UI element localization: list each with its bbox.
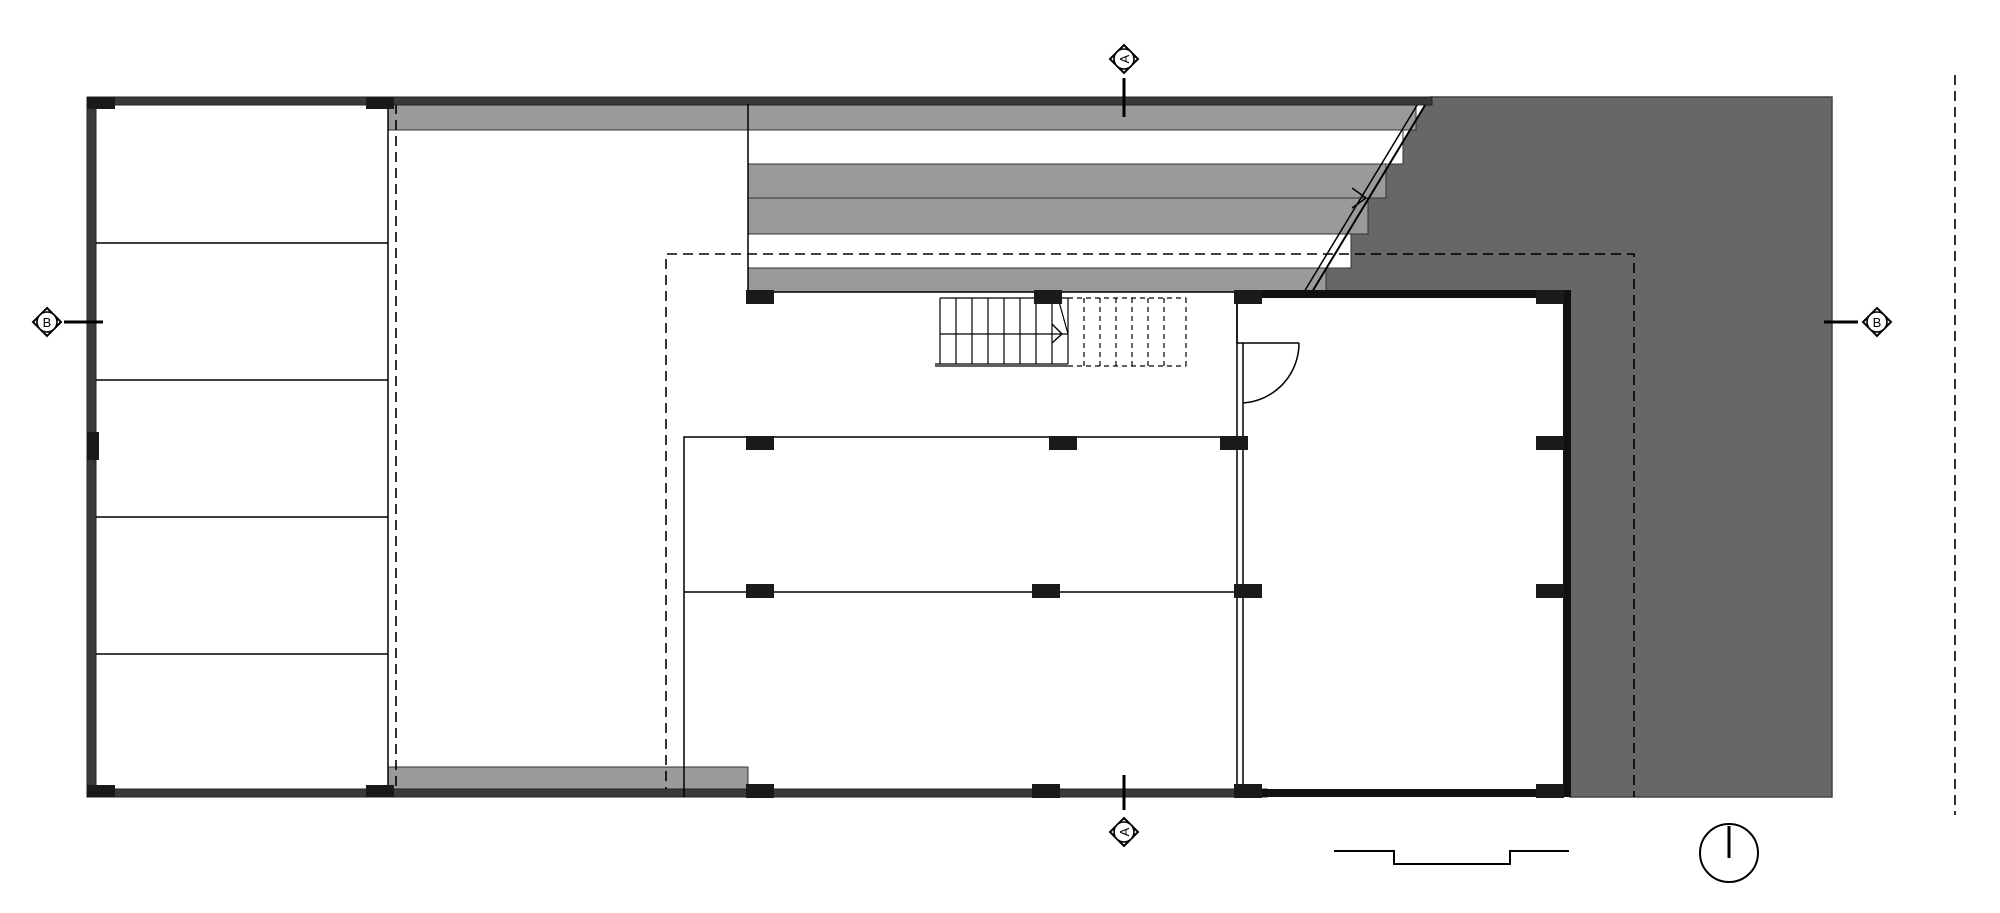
section-marker-b-left: B — [31, 306, 63, 338]
walkway-strip-top — [387, 103, 749, 131]
section-cut-lines — [64, 78, 1858, 810]
dark-terrace-area — [1310, 96, 1833, 798]
ramp-striped-zone — [747, 96, 1431, 293]
section-label-b-right: B — [1873, 315, 1882, 330]
overhead-dashed-outline — [395, 75, 1956, 815]
section-marker-b-right: B — [1861, 306, 1893, 338]
section-label-a-top: A — [1117, 54, 1132, 63]
ramp-direction-arrow-icon — [1351, 187, 1368, 209]
room-heavy-walls — [1238, 290, 1571, 797]
parking-bay-lines — [96, 104, 389, 789]
section-label-a-bottom: A — [1117, 827, 1132, 836]
stair — [935, 297, 1069, 367]
section-marker-a-top: A — [1108, 43, 1140, 75]
door-swing — [1236, 298, 1300, 404]
north-arrow-icon — [1699, 823, 1759, 883]
scale-bar-icon — [1334, 850, 1569, 865]
stair-dashed-upper — [1068, 297, 1187, 367]
structural-columns — [87, 97, 1564, 798]
section-label-b-left: B — [43, 315, 52, 330]
stair-direction-arrow-icon — [1051, 323, 1064, 344]
section-marker-a-bottom: A — [1108, 816, 1140, 848]
